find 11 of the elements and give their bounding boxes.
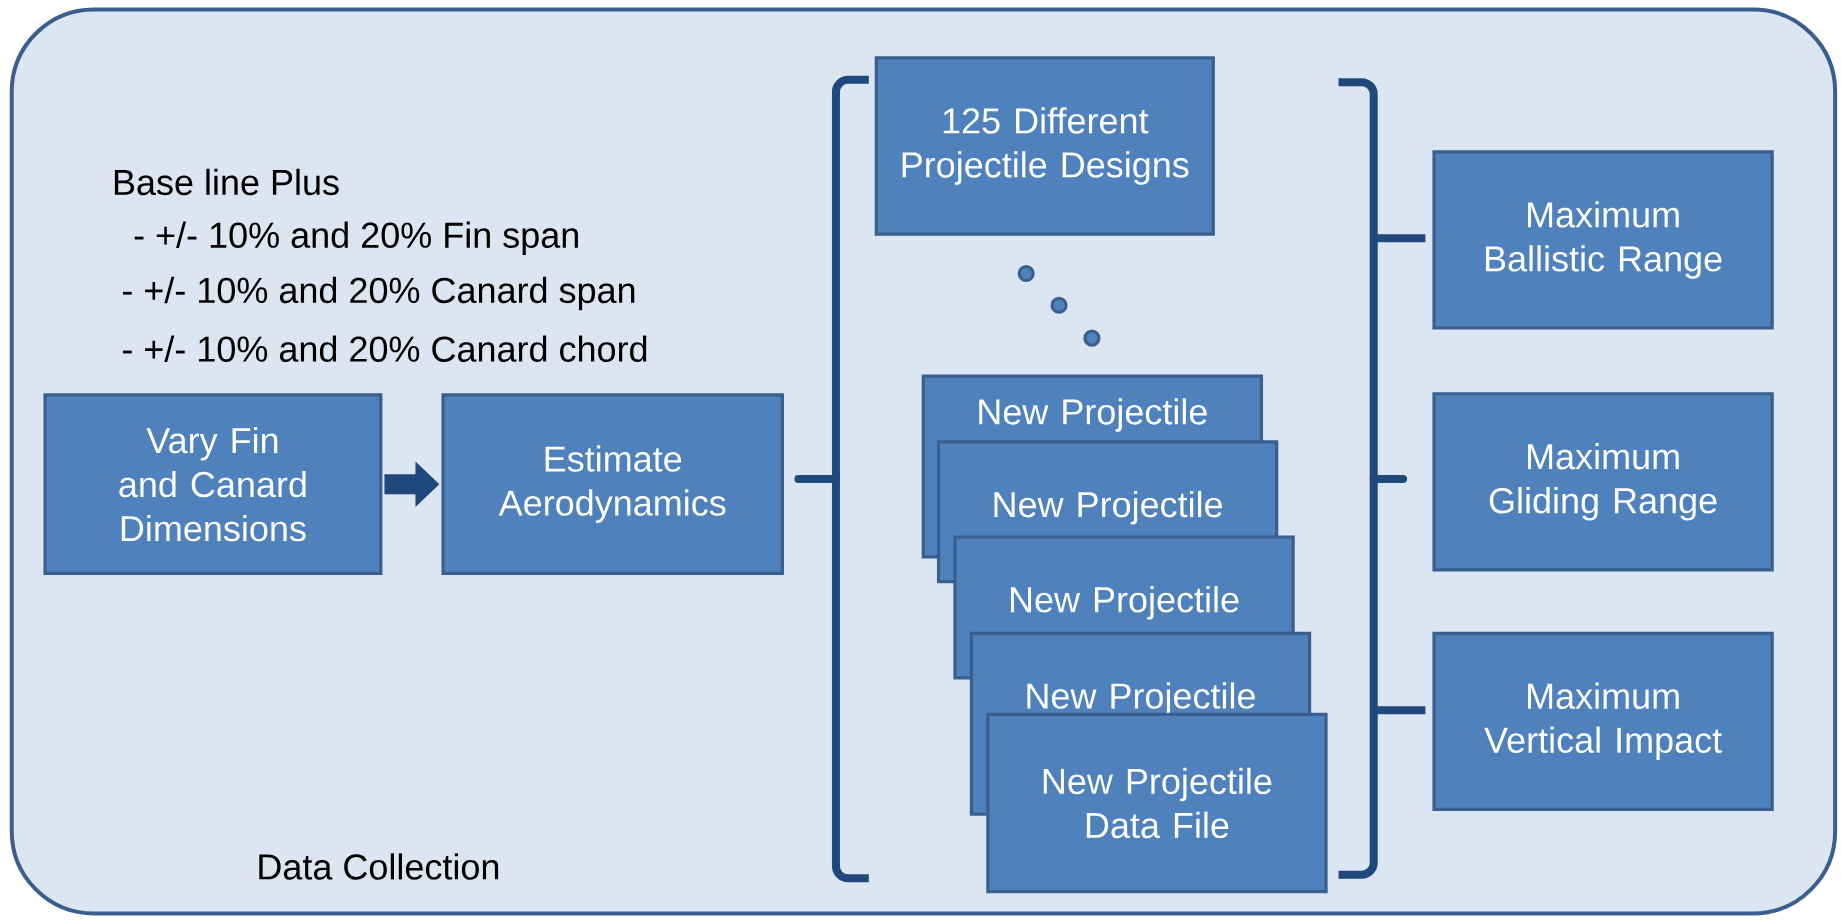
note-text: - +/- 10% and 20% Canard span bbox=[122, 276, 635, 311]
data-file-card: New Projectile Data File bbox=[986, 712, 1328, 893]
note-text: - +/- 10% and 20% Canard chord bbox=[122, 335, 647, 362]
note-text: - +/- 10% and 20% Fin span bbox=[134, 221, 578, 255]
process-box: 125 Different Projectile Designs bbox=[874, 56, 1215, 236]
result-box: Maximum Vertical Impact bbox=[1432, 631, 1774, 811]
process-box: Vary Fin and Canard Dimensions bbox=[43, 393, 383, 575]
result-box: Maximum Gliding Range bbox=[1432, 391, 1774, 572]
process-box: Estimate Aerodynamics bbox=[441, 393, 784, 575]
note-text: Base line Plus bbox=[114, 168, 339, 195]
result-box: Maximum Ballistic Range bbox=[1432, 150, 1774, 330]
